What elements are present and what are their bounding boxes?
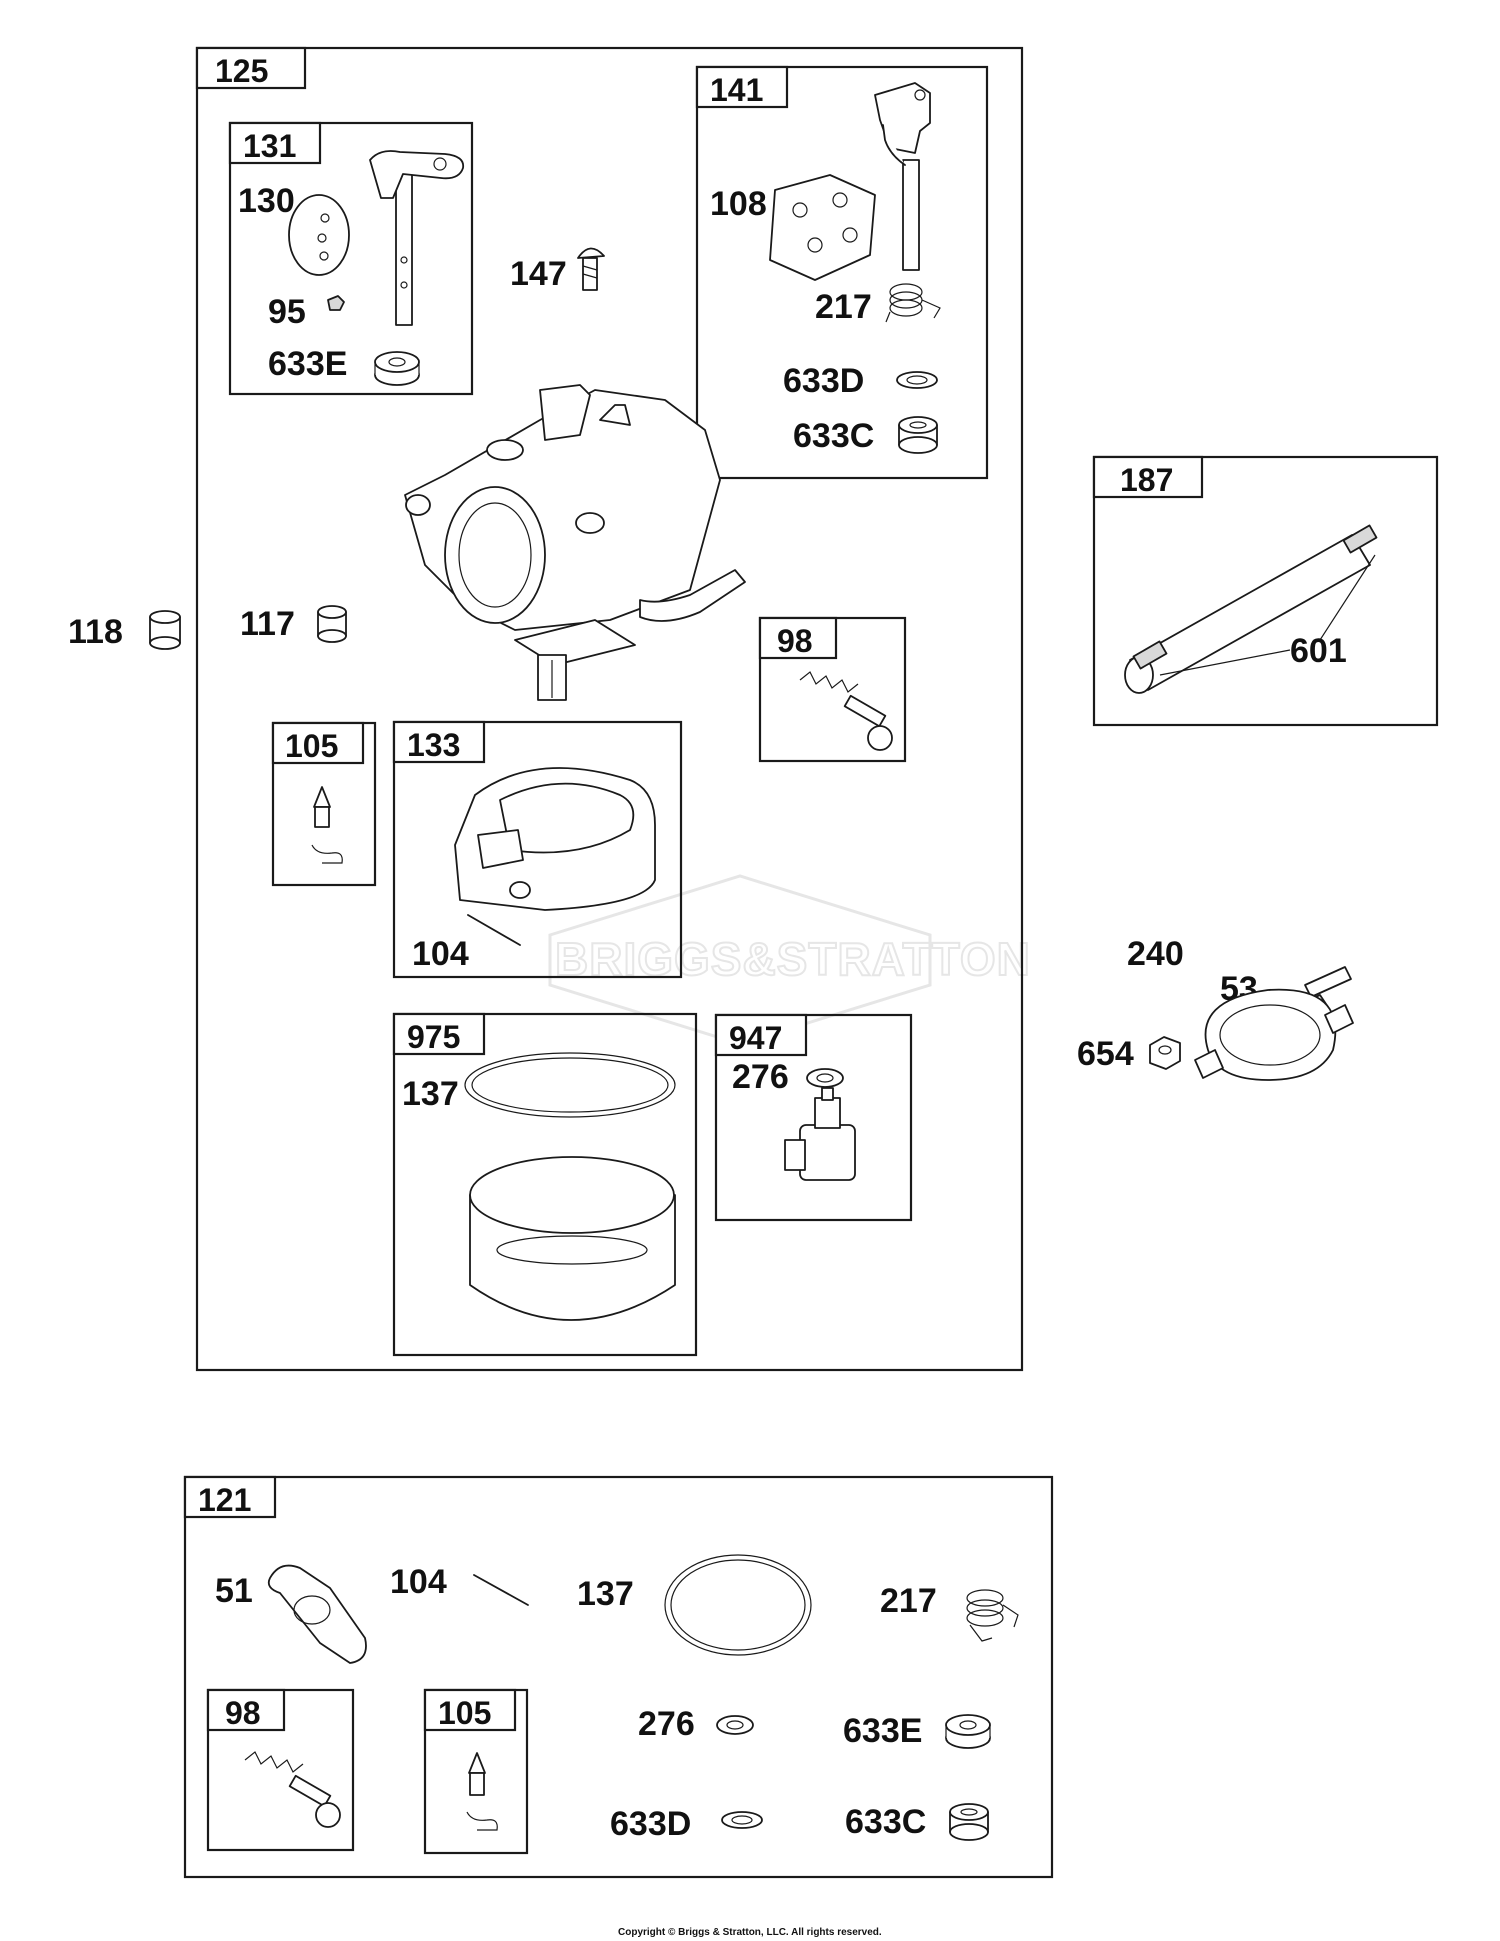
kit-part-633c-label[interactable]: 633C [845, 1803, 926, 1841]
group-187-frame [1092, 455, 1439, 727]
group-133-label[interactable]: 133 [407, 727, 460, 763]
kit-part-633d-label[interactable]: 633D [610, 1805, 691, 1843]
washer-276-icon [806, 1068, 844, 1088]
copyright-notice: Copyright © Briggs & Stratton, LLC. All … [618, 1927, 882, 1938]
kit-needle-valve-icon [466, 1752, 498, 1831]
fuel-filter-240-icon [1194, 988, 1354, 1081]
screw-147-icon [577, 247, 605, 291]
part-240-label[interactable]: 240 [1127, 935, 1184, 973]
kit-group-105-label[interactable]: 105 [438, 1695, 491, 1731]
part-117-label[interactable]: 117 [240, 605, 295, 643]
float-133-icon [454, 767, 656, 911]
group-187-tab [1092, 455, 1204, 499]
kit-part-104-label[interactable]: 104 [390, 1563, 447, 1601]
part-276-label[interactable]: 276 [732, 1058, 789, 1096]
group-131-frame [228, 121, 474, 396]
group-125-tab [195, 46, 307, 90]
needle-valve-icon [311, 786, 343, 864]
kit-part-633e-label[interactable]: 633E [843, 1712, 922, 1750]
group-187-label[interactable]: 187 [1120, 462, 1173, 498]
group-947-tab [714, 1013, 808, 1057]
seal-633e-icon [374, 351, 420, 386]
kit-part-51-label[interactable]: 51 [215, 1572, 253, 1610]
kit-spring-217-icon [966, 1589, 1019, 1642]
group-125-frame [195, 46, 1024, 1372]
kit-washer-633d-icon [721, 1811, 763, 1829]
group-975-frame [392, 1012, 698, 1357]
kit-gasket-137-icon [664, 1554, 812, 1656]
kit-group-98-tab [206, 1688, 286, 1732]
part-217-label[interactable]: 217 [815, 288, 872, 326]
spring-217-icon [885, 283, 941, 323]
group-947-label[interactable]: 947 [729, 1020, 782, 1056]
part-633e-label[interactable]: 633E [268, 345, 347, 383]
group-131-label[interactable]: 131 [243, 128, 296, 164]
float-bowl-icon [469, 1156, 676, 1321]
gasket-137-icon [464, 1052, 676, 1118]
group-947-frame [714, 1013, 913, 1222]
group-141-label[interactable]: 141 [710, 72, 763, 108]
group-141-frame [695, 65, 989, 480]
kit-part-217-label[interactable]: 217 [880, 1582, 937, 1620]
choke-plate-108-icon [769, 174, 876, 281]
group-131-tab [228, 121, 322, 165]
kit-pin-104-icon [473, 1574, 529, 1606]
group-121-label[interactable]: 121 [198, 1482, 251, 1518]
group-121-tab [183, 1475, 277, 1519]
kit-part-276-label[interactable]: 276 [638, 1705, 695, 1743]
group-975-tab [392, 1012, 486, 1056]
part-654-label[interactable]: 654 [1077, 1035, 1134, 1073]
nut-654-icon [1149, 1036, 1181, 1070]
throttle-shaft-icon [369, 150, 465, 326]
kit-group-105-tab [423, 1688, 517, 1732]
part-118-label[interactable]: 118 [68, 613, 123, 651]
choke-shaft-icon [874, 82, 931, 271]
washer-633d-icon [896, 371, 938, 389]
group-105-label[interactable]: 105 [285, 728, 338, 764]
part-108-label[interactable]: 108 [710, 185, 767, 223]
group-141-tab [695, 65, 789, 109]
group-125-label[interactable]: 125 [215, 53, 268, 89]
group-105-tab [271, 721, 365, 765]
part-104-label[interactable]: 104 [412, 935, 469, 973]
part-601-label[interactable]: 601 [1290, 632, 1347, 670]
idle-screw-spring-icon [799, 671, 893, 751]
group-121-frame [183, 1475, 1054, 1879]
part-137-label[interactable]: 137 [402, 1075, 459, 1113]
part-633c-label[interactable]: 633C [793, 417, 874, 455]
kit-idle-screw-spring-icon [244, 1751, 341, 1828]
screw-95-icon [327, 295, 345, 311]
group-133-tab [392, 720, 486, 764]
kit-seal-633e-icon [945, 1714, 991, 1749]
part-130-label[interactable]: 130 [238, 182, 295, 220]
gasket-51-icon [267, 1564, 367, 1664]
plug-118-icon [149, 610, 181, 650]
kit-seal-633c-icon [949, 1803, 989, 1841]
group-98-label[interactable]: 98 [777, 623, 813, 659]
kit-part-137-label[interactable]: 137 [577, 1575, 634, 1613]
plug-117-icon [317, 605, 347, 643]
group-98-tab [758, 616, 838, 660]
fuel-solenoid-icon [784, 1087, 856, 1181]
group-975-label[interactable]: 975 [407, 1019, 460, 1055]
part-147-label[interactable]: 147 [510, 255, 567, 293]
kit-washer-276-icon [716, 1715, 754, 1735]
seal-633c-icon [898, 416, 938, 454]
part-95-label[interactable]: 95 [268, 293, 306, 331]
group-133-frame [392, 720, 683, 979]
carburetor-body-icon [404, 384, 746, 701]
part-633d-label[interactable]: 633D [783, 362, 864, 400]
pin-104-icon [467, 914, 521, 946]
kit-group-98-label[interactable]: 98 [225, 1695, 261, 1731]
fuel-hose-icon [1124, 524, 1378, 694]
